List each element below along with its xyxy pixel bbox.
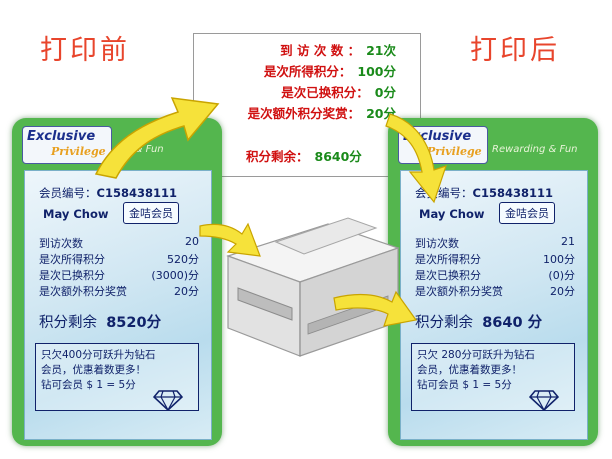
brand-tagline: Rewarding & Fun	[492, 144, 578, 155]
receipt-row-visits: 到 访 次 数 ：21次	[280, 43, 396, 58]
arrow-to-after-card-icon	[385, 113, 447, 204]
heading-before-print: 打印前	[40, 35, 130, 66]
arrow-to-receipt-icon	[94, 97, 220, 179]
brand-logo: Exclusive Privilege	[22, 126, 112, 164]
brand-tagline: ing & Fun	[116, 144, 164, 155]
heading-after-print: 打印后	[470, 35, 560, 66]
arrow-to-printer-icon	[199, 222, 261, 257]
member-name: May Chow	[419, 207, 485, 221]
tier-badge: 金咭会员	[123, 202, 179, 224]
card-before: Exclusive Privilege ing & Fun 会员编号：C1584…	[12, 118, 222, 446]
diamond-icon	[153, 390, 183, 411]
tier-badge: 金咭会员	[499, 202, 555, 224]
stat-row: 是次已换积分(3000)分	[39, 269, 199, 282]
points-balance: 积分剩余 8640 分	[415, 315, 543, 331]
member-name: May Chow	[43, 207, 109, 221]
points-balance: 积分剩余 8520分	[39, 315, 162, 331]
diamond-icon	[529, 390, 559, 411]
stat-row: 是次已换积分(0)分	[415, 269, 575, 282]
arrow-to-balance-icon	[333, 290, 418, 327]
upgrade-notice: 只欠400分可跃升为钻石 会员，优惠着数更多！ 钻可会员 $ 1 = 5分	[35, 343, 199, 411]
receipt-row-redeemed: 是次已换积分：0分	[281, 85, 396, 100]
receipt-total: 积分剩余：8640分	[246, 149, 362, 164]
printed-receipt: 到 访 次 数 ：21次 是次所得积分：100分 是次已换积分：0分 是次额外积…	[193, 33, 421, 177]
receipt-row-earned: 是次所得积分：100分	[263, 64, 396, 79]
member-number: 会员编号：C158438111	[39, 186, 177, 200]
receipt-row-bonus: 是次额外积分奖赏：20分	[247, 106, 396, 121]
card-after: Exclusive Privilege Rewarding & Fun 会员编号…	[388, 118, 598, 446]
upgrade-notice: 只欠 280分可跃升为钻石 会员，优惠着数更多！ 钻可会员 $ 1 = 5分	[411, 343, 575, 411]
